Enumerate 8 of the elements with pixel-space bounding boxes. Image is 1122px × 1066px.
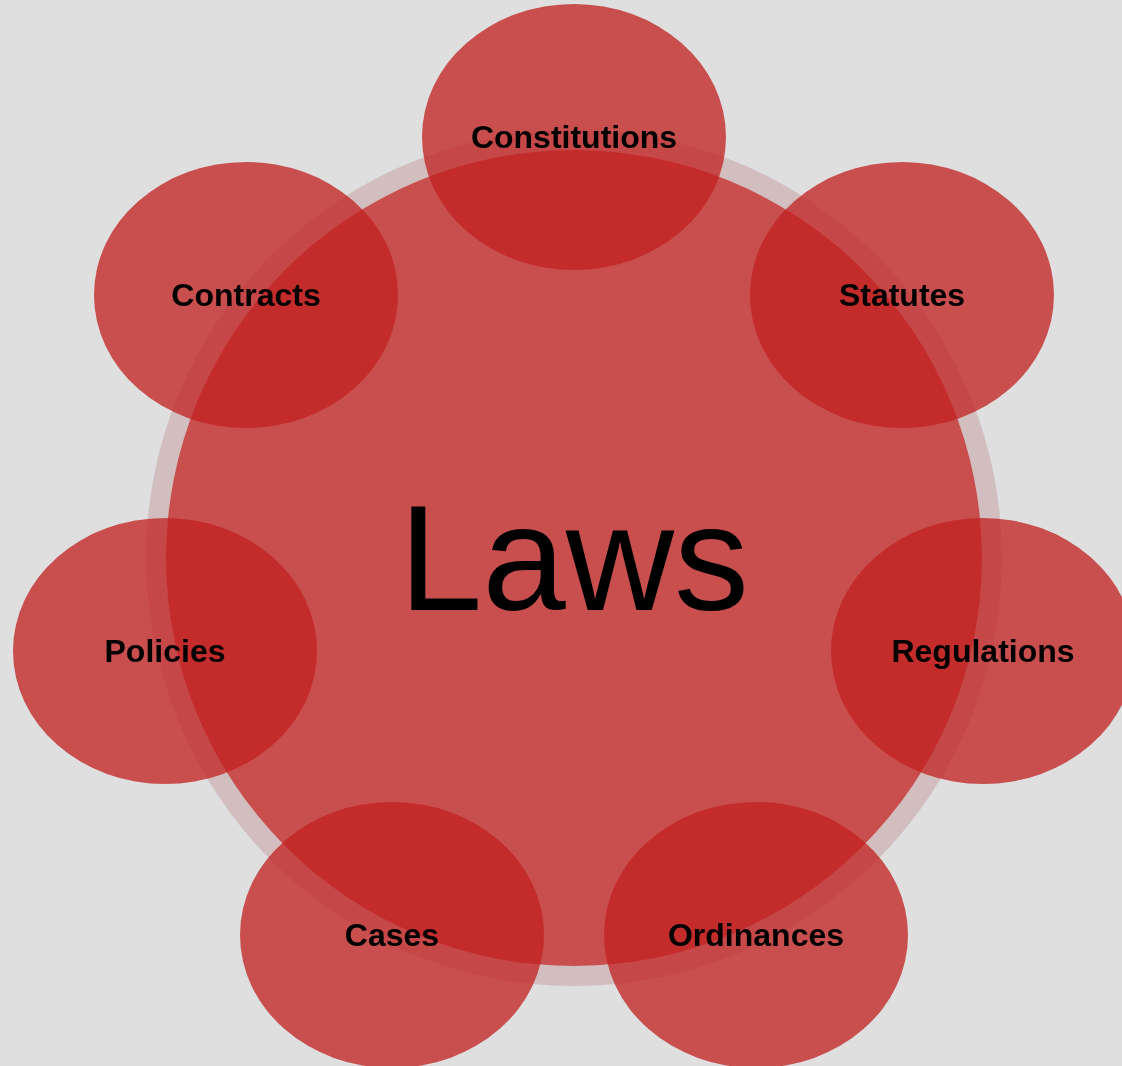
center-title: Laws (398, 483, 750, 633)
node-label: Policies (104, 632, 226, 670)
node-label: Cases (344, 916, 440, 954)
node-label: Constitutions (470, 118, 678, 156)
node-label: Statutes (838, 276, 966, 314)
node-label: Regulations (891, 632, 1075, 670)
node-label: Contracts (171, 276, 321, 314)
node-label: Ordinances (667, 916, 845, 954)
